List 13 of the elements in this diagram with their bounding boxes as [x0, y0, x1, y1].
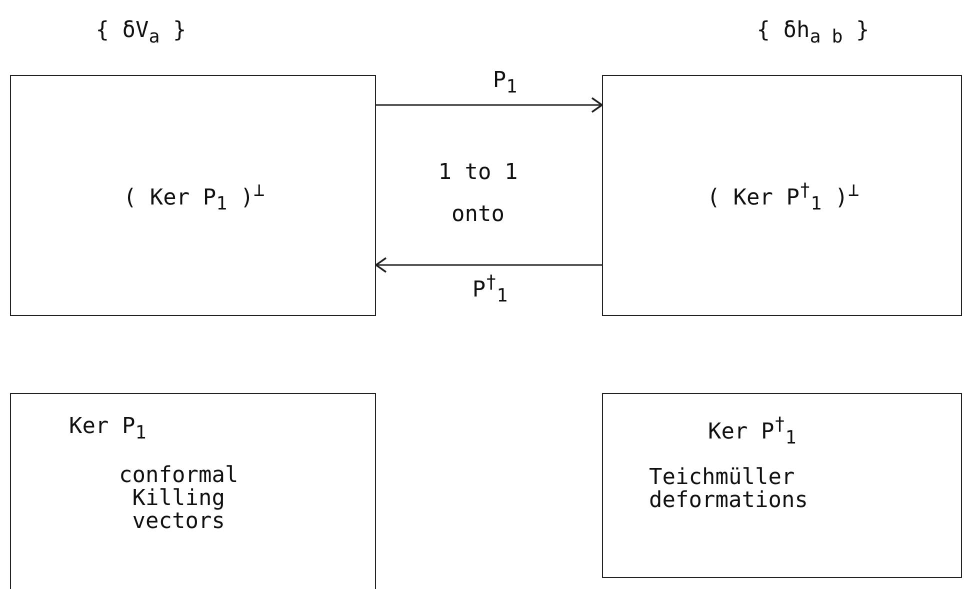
edge-label: P$_{1}$ [492, 68, 518, 98]
description: ( Ker P$_{1}$ )$^{⊥}$ [122, 180, 266, 215]
set-heading: { δh$_{a b}$ } [756, 18, 870, 48]
box [602, 393, 962, 578]
box [10, 393, 376, 589]
arrow [376, 97, 603, 113]
annotation: 1 to 1 onto [437, 159, 519, 229]
description: ( Ker P$^{†}$$_{1}$ )$^{⊥}$ [706, 180, 860, 215]
set-heading: { δV$_{a}$ } [94, 18, 188, 48]
description: conformal Killing vectors [119, 464, 238, 534]
description: Teichmüller deformations [649, 466, 808, 512]
kernel-label: Ker P$_{1}$ [69, 414, 148, 444]
arrow [375, 257, 602, 273]
